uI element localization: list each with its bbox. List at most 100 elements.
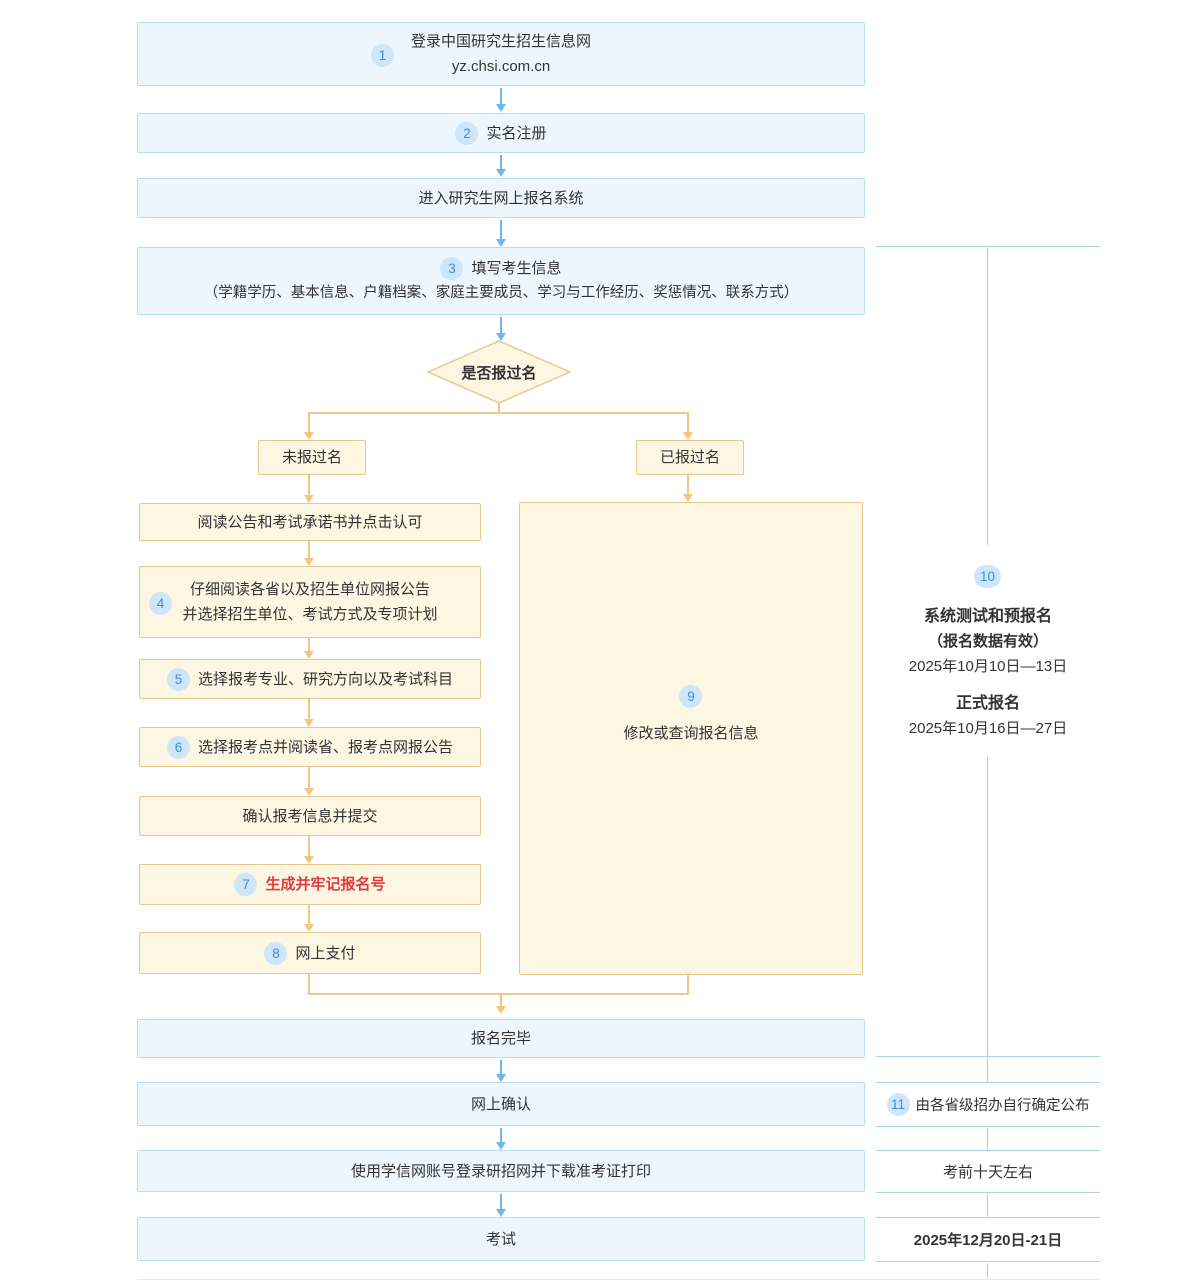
down-arrow <box>496 317 506 341</box>
step3-fill-info-box: 3 填写考生信息 （学籍学历、基本信息、户籍档案、家庭主要成员、学习与工作经历、… <box>137 247 865 315</box>
step9-modify-query-box: 9 修改或查询报名信息 <box>519 502 863 975</box>
timeline-line <box>987 1058 988 1082</box>
step2-register-box: 2 实名注册 <box>137 113 865 153</box>
download-ticket-label: 使用学信网账号登录研招网并下载准考证打印 <box>350 1162 651 1180</box>
step5-number-badge: 5 <box>166 667 190 691</box>
down-arrow <box>496 995 506 1014</box>
decision-label: 是否报过名 <box>461 364 537 382</box>
step2-number-badge: 2 <box>455 121 479 145</box>
enter-system-label: 进入研究生网上报名系统 <box>418 189 584 207</box>
timeline-line <box>876 1082 1100 1083</box>
connector-line <box>498 403 500 413</box>
finish-label: 报名完毕 <box>470 1030 531 1047</box>
step7-remember-number-box: 7 生成并牢记报名号 <box>139 864 481 905</box>
step4-read-announcement-box: 4 仔细阅读各省以及招生单位网报公告 并选择招生单位、考试方式及专项计划 <box>139 566 481 638</box>
down-arrow <box>683 475 693 502</box>
down-arrow <box>496 220 506 247</box>
step7-number-badge: 7 <box>234 873 258 896</box>
timeline-line <box>987 757 988 1056</box>
before-exam-label: 考前十天左右 <box>942 1163 1033 1181</box>
down-arrow <box>683 413 693 440</box>
exam-label: 考试 <box>485 1230 516 1248</box>
step2-label: 实名注册 <box>486 124 547 142</box>
step11-label: 由各省级招办自行确定公布 <box>915 1097 1090 1114</box>
step9-label: 修改或查询报名信息 <box>623 725 759 742</box>
branch-registered-box: 已报过名 <box>636 440 744 475</box>
step4-line1: 仔细阅读各省以及招生单位网报公告 <box>189 581 430 598</box>
step6-choose-site-box: 6 选择报考点并阅读省、报考点网报公告 <box>139 727 481 767</box>
step4-line2: 并选择招生单位、考试方式及专项计划 <box>182 606 438 623</box>
step4-number-badge: 4 <box>149 592 172 615</box>
step11-row: 11 由各省级招办自行确定公布 <box>876 1082 1100 1126</box>
step5-label: 选择报考专业、研究方向以及考试科目 <box>197 670 453 688</box>
step9-number-badge: 9 <box>679 685 703 708</box>
down-arrow <box>304 767 314 796</box>
down-arrow <box>496 1060 506 1082</box>
confirm-submit-label: 确认报考信息并提交 <box>242 807 378 825</box>
branch-not-registered-box: 未报过名 <box>258 440 366 475</box>
confirm-submit-box: 确认报考信息并提交 <box>139 796 481 836</box>
step3-number-badge: 3 <box>440 257 464 280</box>
step8-number-badge: 8 <box>264 941 288 965</box>
pretest-note: （报名数据有效） <box>927 633 1048 650</box>
down-arrow <box>304 413 314 440</box>
formal-date: 2025年10月16日—27日 <box>908 720 1068 737</box>
read-notice-box: 阅读公告和考试承诺书并点击认可 <box>139 503 481 541</box>
decision-diamond: 是否报过名 <box>426 340 572 404</box>
read-notice-label: 阅读公告和考试承诺书并点击认可 <box>197 513 423 531</box>
exam-box: 考试 <box>137 1217 865 1261</box>
step11-number-badge: 11 <box>886 1092 910 1116</box>
step7-label: 生成并牢记报名号 <box>265 876 386 893</box>
timeline-line <box>876 1217 1100 1218</box>
down-arrow <box>304 475 314 503</box>
branch-not-registered-label: 未报过名 <box>281 449 342 466</box>
branch-registered-label: 已报过名 <box>659 449 720 466</box>
connector-line <box>308 993 689 995</box>
step6-label: 选择报考点并阅读省、报考点网报公告 <box>197 738 453 756</box>
connector-line <box>687 975 689 995</box>
timeline-line <box>876 1150 1100 1151</box>
enter-system-box: 进入研究生网上报名系统 <box>137 178 865 218</box>
timeline-line <box>876 1192 1100 1193</box>
down-arrow <box>496 88 506 112</box>
timeline-line <box>876 1126 1100 1127</box>
step1-url: yz.chsi.com.cn <box>451 58 551 75</box>
download-ticket-box: 使用学信网账号登录研招网并下载准考证打印 <box>137 1150 865 1192</box>
timeline-line <box>876 1261 1100 1262</box>
timeline-line <box>987 247 988 545</box>
step8-pay-online-box: 8 网上支付 <box>139 932 481 974</box>
down-arrow <box>496 1194 506 1217</box>
down-arrow <box>496 1128 506 1150</box>
online-confirm-label: 网上确认 <box>470 1095 531 1113</box>
step1-number-badge: 1 <box>371 44 394 67</box>
down-arrow <box>304 836 314 864</box>
step3-title: 填写考生信息 <box>471 260 562 277</box>
down-arrow <box>304 541 314 566</box>
step5-choose-major-box: 5 选择报考专业、研究方向以及考试科目 <box>139 659 481 699</box>
timeline-line <box>876 1056 1100 1057</box>
pretest-title: 系统测试和预报名 <box>923 608 1052 625</box>
exam-date-label: 2025年12月20日-21日 <box>913 1231 1063 1249</box>
step10-number-badge: 10 <box>974 565 1001 588</box>
step8-label: 网上支付 <box>295 944 356 962</box>
step1-login-box: 1 登录中国研究生招生信息网 yz.chsi.com.cn <box>137 22 865 86</box>
step3-detail: （学籍学历、基本信息、户籍档案、家庭主要成员、学习与工作经历、奖惩情况、联系方式… <box>203 285 799 301</box>
timeline-line <box>876 246 1100 247</box>
timeline-line <box>987 1194 988 1217</box>
online-confirm-box: 网上确认 <box>137 1082 865 1126</box>
before-exam-row: 考前十天左右 <box>876 1150 1100 1192</box>
down-arrow <box>496 155 506 177</box>
step1-title: 登录中国研究生招生信息网 <box>410 33 591 50</box>
finish-box: 报名完毕 <box>137 1019 865 1058</box>
step10-schedule: 系统测试和预报名 （报名数据有效） 2025年10月10日—13日 正式报名 2… <box>866 604 1110 741</box>
down-arrow <box>304 638 314 659</box>
formal-title: 正式报名 <box>955 695 1020 712</box>
connector-line <box>308 412 689 414</box>
connector-line <box>308 974 310 995</box>
pretest-date: 2025年10月10日—13日 <box>908 658 1068 675</box>
down-arrow <box>304 699 314 727</box>
down-arrow <box>304 905 314 932</box>
step6-number-badge: 6 <box>166 735 190 759</box>
timeline-line <box>987 1128 988 1150</box>
